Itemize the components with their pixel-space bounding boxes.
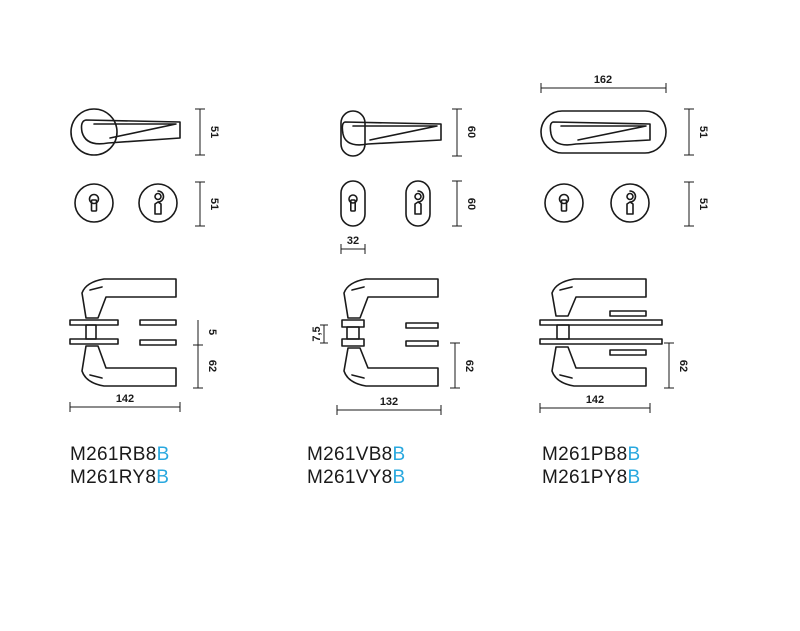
model-1-handle-top-view bbox=[70, 108, 181, 156]
model-code-suffix: B bbox=[156, 444, 170, 465]
model-2-escutcheon-dimension-label: 60 bbox=[465, 198, 477, 210]
model-1-length-dimension-label: 142 bbox=[116, 393, 134, 405]
model-1-height-dimension-label: 62 bbox=[206, 360, 218, 372]
model-2-handle-top-view bbox=[340, 110, 442, 157]
model-1-keyhole-escutcheon bbox=[74, 183, 114, 223]
model-code-suffix: B bbox=[392, 444, 406, 465]
model-3-rose-dimension-label: 51 bbox=[697, 126, 709, 138]
model-1-cylinder-escutcheon bbox=[138, 183, 178, 223]
model-2-cylinder-escutcheon bbox=[405, 180, 431, 227]
model-3-side-view bbox=[539, 278, 663, 387]
model-1-escutcheon-dimension: 51 bbox=[195, 181, 220, 227]
model-code-suffix: B bbox=[392, 467, 406, 488]
model-1-side-view bbox=[69, 278, 177, 387]
model-3-length-dimension-label: 142 bbox=[586, 394, 604, 406]
model-code: M261PY8B bbox=[542, 466, 641, 489]
model-1-spacing-dimension-label: 5 bbox=[206, 329, 218, 335]
model-code-base: M261VB8 bbox=[307, 444, 393, 465]
model-code: M261VY8B bbox=[307, 466, 406, 489]
model-2-width-dimension-label: 32 bbox=[347, 235, 359, 247]
model-code-base: M261VY8 bbox=[307, 467, 393, 488]
model-1-rose-dimension: 51 bbox=[195, 108, 220, 156]
model-2-rose-dimension: 60 bbox=[452, 108, 477, 157]
model-2-width-dimension: 32 bbox=[340, 235, 366, 254]
model-1-height-dimension: 62 bbox=[193, 344, 218, 389]
model-code: M261RY8B bbox=[70, 466, 170, 489]
model-2-length-dimension: 132 bbox=[336, 396, 442, 415]
model-3-plate-width-dimension-label: 162 bbox=[594, 74, 612, 86]
model-3-plate-width-dimension: 162 bbox=[540, 74, 667, 93]
model-1-spacing-dimension: 5 bbox=[197, 320, 218, 345]
model-3-height-dimension-label: 62 bbox=[677, 360, 689, 372]
model-1-rose-dimension-label: 51 bbox=[208, 126, 220, 138]
model-3-escutcheon-dimension: 51 bbox=[684, 181, 709, 227]
model-2-height-dimension: 62 bbox=[450, 342, 475, 389]
model-3-handle-top-view bbox=[540, 110, 667, 154]
model-code-base: M261RY8 bbox=[70, 467, 157, 488]
model-code-base: M261PB8 bbox=[542, 444, 628, 465]
model-code: M261RB8B bbox=[70, 443, 170, 466]
model-code-base: M261RB8 bbox=[70, 444, 157, 465]
model-code-base: M261PY8 bbox=[542, 467, 628, 488]
model-2-drawings: 60 60 32 bbox=[311, 108, 477, 415]
model-1-codes: M261RB8B M261RY8B bbox=[70, 443, 170, 489]
model-3-drawings: 162 51 51 bbox=[539, 74, 709, 413]
model-code-suffix: B bbox=[627, 467, 641, 488]
model-3-height-dimension: 62 bbox=[664, 342, 689, 389]
model-2-side-view bbox=[341, 278, 439, 387]
model-3-codes: M261PB8B M261PY8B bbox=[542, 443, 641, 489]
model-2-codes: M261VB8B M261VY8B bbox=[307, 443, 406, 489]
model-3-rose-dimension: 51 bbox=[684, 108, 709, 156]
model-2-rose-dimension-label: 60 bbox=[465, 126, 477, 138]
model-3-length-dimension: 142 bbox=[539, 394, 651, 413]
model-code-suffix: B bbox=[156, 467, 170, 488]
model-3-cylinder-escutcheon bbox=[610, 183, 650, 223]
model-2-spacing-dimension-label: 7,5 bbox=[311, 326, 323, 341]
model-2-height-dimension-label: 62 bbox=[463, 360, 475, 372]
model-1-length-dimension: 142 bbox=[69, 393, 181, 412]
model-code: M261VB8B bbox=[307, 443, 406, 466]
model-code: M261PB8B bbox=[542, 443, 641, 466]
model-2-spacing-dimension: 7,5 bbox=[311, 324, 328, 344]
model-2-escutcheon-dimension: 60 bbox=[452, 180, 477, 227]
model-code-suffix: B bbox=[627, 444, 641, 465]
model-2-length-dimension-label: 132 bbox=[380, 396, 398, 408]
model-1-escutcheon-dimension-label: 51 bbox=[208, 198, 220, 210]
model-3-escutcheon-dimension-label: 51 bbox=[697, 198, 709, 210]
model-2-keyhole-escutcheon bbox=[340, 180, 366, 227]
model-3-keyhole-escutcheon bbox=[544, 183, 584, 223]
model-1-drawings: 51 51 bbox=[69, 108, 220, 412]
